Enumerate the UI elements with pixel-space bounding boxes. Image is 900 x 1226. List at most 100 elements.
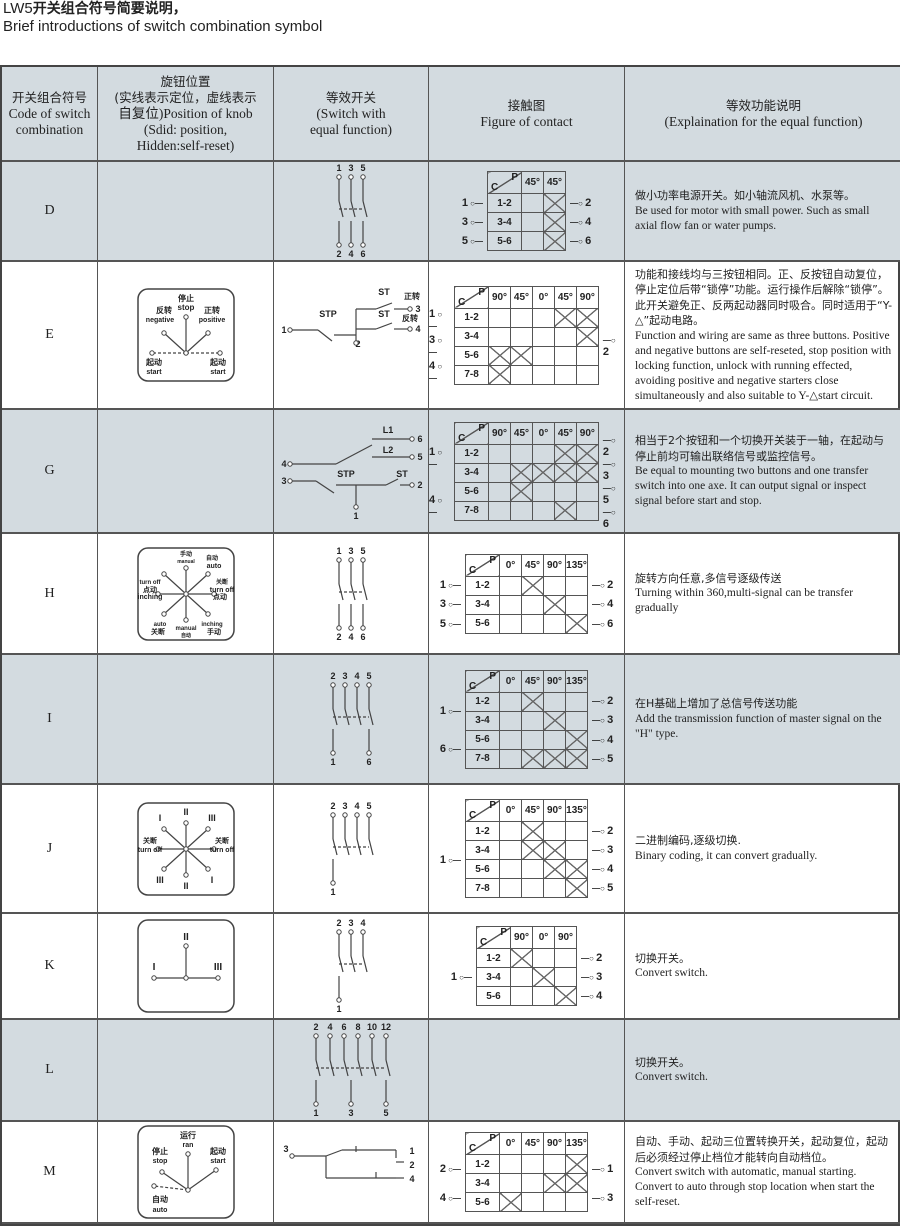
terminal-label: 3 (342, 671, 347, 681)
knob-label: 起动 (209, 1146, 226, 1156)
terminal-dot (212, 1167, 219, 1173)
wire-line (317, 329, 333, 342)
terminal-label: 3 (592, 844, 613, 856)
contact-open-cell (510, 967, 533, 987)
terminal-dot (407, 306, 413, 312)
contact-closed-mark (565, 748, 588, 769)
knob-label: inching (137, 594, 162, 601)
terminal-dot (287, 461, 293, 467)
contact-open-cell (510, 986, 533, 1006)
contact-open-cell (532, 948, 555, 968)
code-cell-m: M (2, 1122, 98, 1224)
contact-open-cell (521, 1154, 544, 1174)
title-cn: 开关组合符号简要说明， (32, 1, 187, 17)
contact-pair-label: 5-6 (476, 986, 511, 1006)
terminal-dot (336, 929, 342, 935)
contact-closed-mark (488, 345, 511, 366)
terminal-dot (360, 556, 366, 563)
terminal-dot (154, 845, 161, 852)
code-cell-j: J (2, 785, 98, 914)
terminal-label: 2 (313, 1022, 318, 1032)
contact-figure: 135PC0°45°90°135°1-23-45-6246 (440, 553, 613, 634)
terminal-label: 6 (341, 1022, 346, 1032)
terminal-label: 1 (330, 757, 335, 767)
terminal-label: 2 (603, 334, 624, 358)
terminal-dot (360, 929, 366, 935)
terminal-label: 6 (366, 757, 371, 767)
code-cell-g: G (2, 410, 98, 534)
contact-axis-label: C (469, 564, 477, 576)
header-switch-cn: 等效开关 (325, 89, 376, 105)
contact-open-cell (575, 500, 599, 521)
contact-pair-label: 7-8 (465, 878, 500, 898)
angle-header: 0° (531, 421, 555, 445)
contact-open-cell (488, 443, 511, 464)
terminal-label: 2 (581, 952, 602, 964)
terminal-dot (216, 350, 223, 356)
contact-row: 1-2 (454, 443, 599, 464)
terminal-dot (336, 997, 342, 1003)
contact-closed-mark (532, 967, 555, 987)
angle-header: 0° (499, 553, 522, 577)
terminal-label: 5 (360, 546, 365, 556)
terminal-label: 3 (348, 918, 353, 928)
terminal-dot (182, 845, 189, 852)
terminal-label: 4 (581, 990, 602, 1002)
contact-open-cell (521, 594, 544, 615)
contact-open-cell (553, 345, 577, 366)
contact-open-cell (509, 500, 533, 521)
terminal-dot (182, 564, 189, 571)
wire-line (350, 200, 356, 218)
knob-label: stop (152, 1158, 167, 1165)
switch-code: I (47, 711, 52, 726)
terminal-label: 2 (440, 1163, 461, 1175)
terminal-dot (354, 811, 360, 818)
contact-open-cell (543, 1192, 566, 1212)
contact-open-cell (565, 821, 588, 841)
terminal-label: 4 (281, 459, 286, 469)
contact-closed-mark (521, 840, 544, 860)
header-code: 开关组合符号 Code of switch combination (2, 67, 98, 162)
label-st: ST (396, 469, 408, 479)
angle-header: 135° (565, 1132, 588, 1155)
label-stp: STP (319, 309, 337, 319)
function-desc-cn: 在H基础上增加了总信号传送功能 (635, 697, 798, 711)
terminal-dot (336, 242, 342, 248)
terminal-dot (182, 590, 189, 597)
wire-line (163, 593, 186, 614)
terminal-label: 2 (336, 249, 341, 259)
contact-pair-label: 1-2 (476, 948, 511, 968)
contact-pair-label: 5-6 (454, 481, 490, 502)
terminal-dot (204, 330, 211, 336)
knob-label: negative (145, 317, 174, 324)
contact-open-cell (531, 307, 555, 328)
angle-header: 90° (488, 421, 511, 445)
terminal-dot (182, 943, 189, 949)
angle-header: 90° (488, 285, 511, 309)
terminal-label: 2 (592, 825, 613, 837)
knob-label: auto (206, 563, 221, 570)
knob-label: 运行 (180, 1130, 196, 1140)
contact-row: 7-8 (454, 364, 599, 385)
terminal-dot (184, 1187, 191, 1193)
function-desc-cn: 二进制编码,逐级切换. (635, 834, 741, 848)
terminal-dot (383, 1101, 389, 1107)
function-desc-cn: 做小功率电源开关。如小轴流风机、水泵等。 (635, 189, 855, 203)
left-terminals: 24 (440, 1132, 461, 1212)
contact-closed-mark (521, 821, 544, 841)
contact-open-cell (499, 575, 522, 596)
terminal-dot (182, 314, 189, 320)
function-cell-e: 功能和接线均与三按钮相同。正、反按钮自动复位，停止定位后带“锁停”功能。运行操作… (625, 262, 900, 410)
wire-line (187, 1169, 216, 1191)
contact-closed-mark (575, 443, 599, 464)
